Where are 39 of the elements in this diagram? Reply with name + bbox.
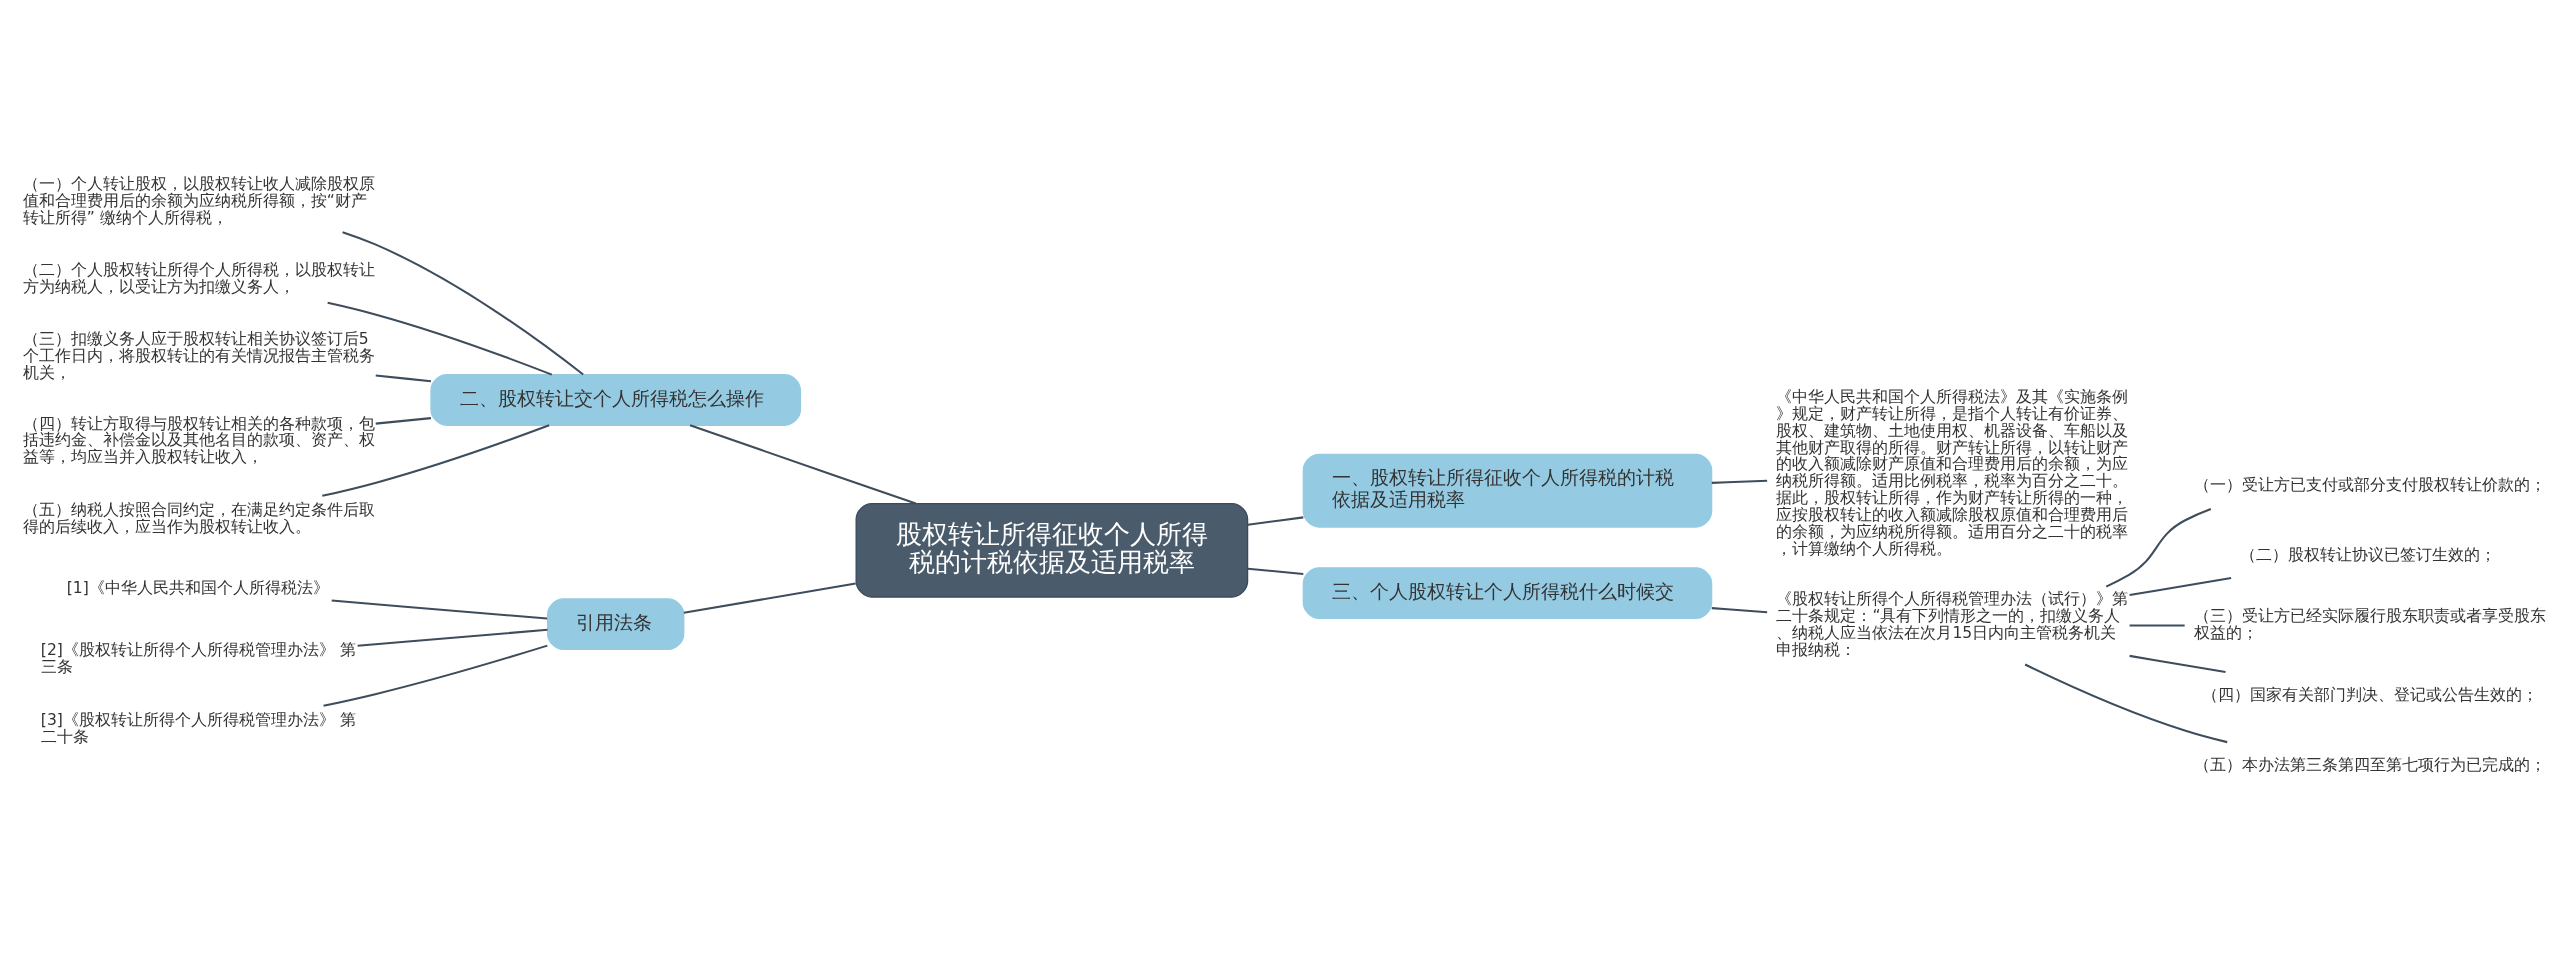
connector (1247, 567, 1304, 575)
node-text: 《股权转让所得个人所得税管理办法（试行）》第二十条规定：“具有下列情形之一的，扣缴义务人、纳税人应当依法在次月15日内向主管税务机关申报纳税： (1776, 589, 2129, 659)
node-box: 三、个人股权转让个人所得税什么时候交 (1302, 566, 1713, 619)
connector (1711, 479, 1768, 484)
connector (2129, 654, 2226, 673)
node-box: 二、股权转让交个人所得税怎么操作 (430, 373, 802, 426)
connector (2105, 507, 2212, 588)
connector (689, 423, 917, 505)
node-text: （四）转让方取得与股权转让相关的各种款项，包括违约金、补偿金以及其他名目的款项、资产、权益等，均应当并入股权转让收入， (22, 414, 375, 466)
connector (322, 423, 550, 497)
connector (375, 416, 432, 425)
connector (2024, 663, 2228, 743)
node-text: [3]《股权转让所得个人所得税管理办法》 第二十条 (40, 710, 356, 746)
connector (1247, 515, 1304, 526)
connector (1711, 606, 1768, 613)
node-text: （二）个人股权转让所得个人所得税，以股权转让方为纳税人，以受让方为扣缴义务人， (22, 260, 375, 296)
connector (2129, 623, 2185, 627)
node-text: （一）个人转让股权，以股权转让收人减除股权原值和合理费用后的余额为应纳税所得额，按“财产转让所得” 缴纳个人所得税， (22, 174, 375, 227)
node-text: （五）本办法第三条第四至第七项行为已完成的； (2193, 755, 2546, 773)
node-text: （三）扣缴义务人应于股权转让相关协议签订后5个工作日内，将股权转让的有关情况报告主管税务机关， (22, 329, 375, 382)
node-text: （四）国家有关部门判决、登记或公告生效的； (2201, 685, 2538, 704)
connector (357, 628, 548, 647)
node-text: 《中华人民共和国个人所得税法》及其《实施条例》规定，财产转让所得，是指个人转让有价证券、股权、建筑物、土地使用权、机器设备、车船以及其他财产取得的所得。财产转让所得，以转让财产的收入额减除财产原值和合理费用后的余额，为应纳税所得额。适用比例税率，税率为百分之二十。据此，股权转让所得，作为财产转让所得的一种，应按股权转让的收入额减除股权原值和合理费用后的余额，为应纳税所得额。适用百分之二十的税率，计算缴纳个人所得税。 (1776, 387, 2129, 558)
connector (2129, 576, 2232, 596)
node-text: [1]《中华人民共和国个人所得税法》 (66, 578, 329, 597)
node-box: 引用法条 (547, 597, 685, 650)
node-text: （三）受让方已经实际履行股东职责或者享受股东权益的； (2193, 606, 2546, 642)
connector (683, 582, 856, 614)
node-box: 股权转让所得征收个人所得税的计税依据及适用税率 (855, 502, 1249, 598)
connector (323, 644, 548, 707)
connector (331, 599, 548, 620)
node-box: 一、股权转让所得征收个人所得税的计税依据及适用税率 (1302, 453, 1713, 528)
node-text: （一）受让方已支付或部分支付股权转让价款的； (2193, 475, 2546, 494)
connector (342, 230, 584, 375)
node-text: （五）纳税人按照合同约定，在满足约定条件后取得的后续收入，应当作为股权转让收入。 (22, 500, 375, 536)
node-text: [2]《股权转让所得个人所得税管理办法》 第三条 (40, 640, 356, 676)
node-text: （二）股权转让协议已签订生效的； (2240, 545, 2497, 564)
connector (327, 301, 553, 376)
connector (375, 374, 432, 382)
